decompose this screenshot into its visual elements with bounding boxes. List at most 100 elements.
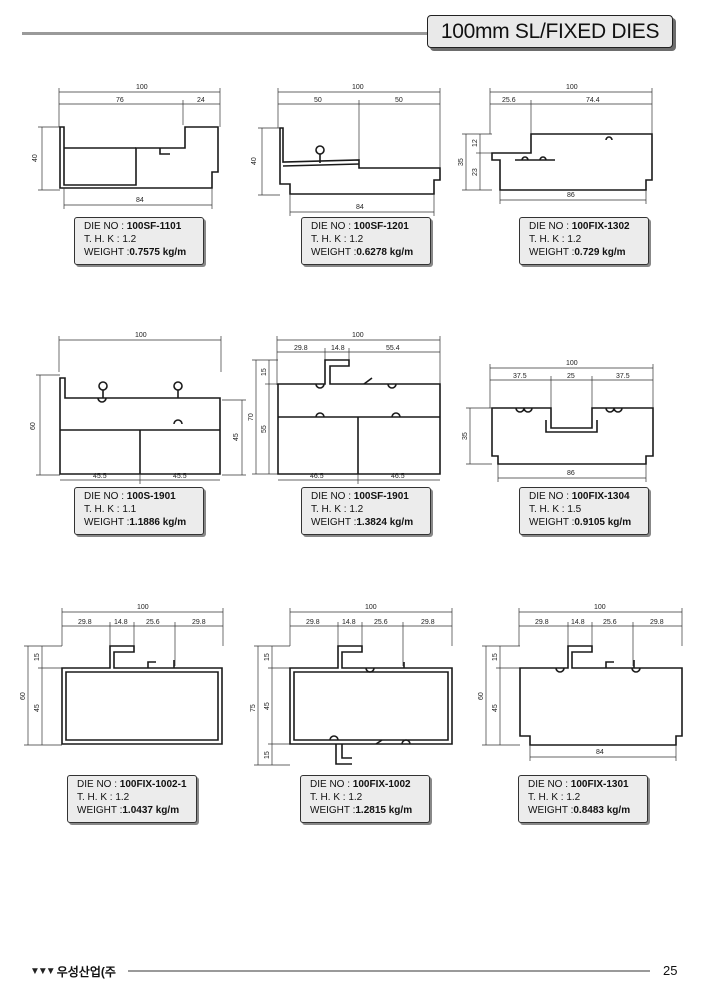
die-drawing-100FIX-1301: 100 29.8 14.8 25.6 29.8 60 15 45 84	[478, 604, 683, 761]
thk-value: 1.2	[349, 504, 364, 515]
svg-text:25: 25	[567, 373, 575, 380]
svg-text:100: 100	[566, 360, 578, 367]
svg-text:35: 35	[462, 432, 469, 440]
svg-text:45: 45	[233, 433, 240, 441]
svg-text:25.6: 25.6	[146, 619, 160, 626]
thk-value: 1.2	[122, 234, 137, 245]
svg-text:15: 15	[492, 653, 499, 661]
svg-text:23: 23	[472, 168, 479, 176]
thk-value: 1.2	[348, 792, 363, 803]
die-no-value: 100FIX-1002	[352, 779, 411, 790]
company-logo: ▼▼▼ 우성산업(주	[30, 963, 116, 980]
svg-text:25.6: 25.6	[502, 97, 516, 104]
svg-text:45.5: 45.5	[93, 473, 107, 480]
svg-text:45: 45	[264, 702, 271, 710]
thk-label: T. H. K :	[77, 792, 113, 803]
die-drawing-100FIX-1304: 100 37.5 25 37.5 35 86	[462, 360, 654, 482]
die-drawing-100SF-1901: 100 29.8 14.8 55.4 15 55 70 46.5 46.5	[248, 332, 441, 484]
footer-rule	[128, 970, 650, 972]
svg-text:14.8: 14.8	[342, 619, 356, 626]
die-no-label: DIE NO :	[528, 779, 569, 790]
die-drawing-100FIX-1002: 100 29.8 14.8 25.6 29.8 75 15 45 15	[250, 604, 453, 766]
weight-value: 0.6278 kg/m	[356, 247, 414, 258]
weight-label: WEIGHT :	[84, 247, 130, 258]
die-no-value: 100FIX-1002-1	[119, 779, 187, 790]
svg-text:40: 40	[251, 157, 258, 165]
svg-text:100: 100	[566, 84, 578, 91]
svg-text:14.8: 14.8	[571, 619, 585, 626]
weight-value: 0.9105 kg/m	[574, 517, 632, 528]
svg-text:76: 76	[116, 97, 124, 104]
svg-text:29.8: 29.8	[650, 619, 664, 626]
svg-text:15: 15	[261, 368, 268, 376]
thk-label: T. H. K :	[84, 504, 120, 515]
svg-text:25.6: 25.6	[603, 619, 617, 626]
weight-value: 1.1886 kg/m	[129, 517, 187, 528]
svg-text:15: 15	[264, 653, 271, 661]
die-no-label: DIE NO :	[311, 491, 352, 502]
svg-text:29.8: 29.8	[306, 619, 320, 626]
svg-text:84: 84	[596, 749, 604, 756]
die-drawing-100S-1901: 100 60 45 45.5 45.5	[30, 332, 246, 484]
svg-text:29.8: 29.8	[192, 619, 206, 626]
svg-text:29.8: 29.8	[421, 619, 435, 626]
die-drawing-100FIX-1002-1: 100 29.8 14.8 25.6 29.8 60 15 45	[20, 604, 224, 746]
logo-mark-icon: ▼▼▼	[30, 966, 56, 977]
svg-text:35: 35	[458, 158, 465, 166]
svg-text:50: 50	[395, 97, 403, 104]
die-info-card: DIE NO : 100SF-1901 T. H. K : 1.2 WEIGHT…	[301, 487, 431, 535]
weight-value: 0.7575 kg/m	[129, 247, 187, 258]
svg-text:86: 86	[567, 192, 575, 199]
svg-text:29.8: 29.8	[535, 619, 549, 626]
weight-value: 0.8483 kg/m	[573, 805, 631, 816]
weight-label: WEIGHT :	[529, 517, 575, 528]
thk-label: T. H. K :	[529, 504, 565, 515]
die-no-label: DIE NO :	[311, 221, 352, 232]
svg-text:45: 45	[34, 704, 41, 712]
die-drawing-100FIX-1302: 100 25.6 74.4 35 12 23 86	[458, 84, 653, 204]
thk-value: 1.2	[349, 234, 364, 245]
die-no-label: DIE NO :	[310, 779, 351, 790]
weight-label: WEIGHT :	[311, 247, 357, 258]
svg-text:60: 60	[478, 692, 485, 700]
svg-text:15: 15	[34, 653, 41, 661]
svg-text:12: 12	[472, 139, 479, 147]
svg-text:60: 60	[30, 422, 37, 430]
die-info-card: DIE NO : 100SF-1201 T. H. K : 1.2 WEIGHT…	[301, 217, 431, 265]
svg-text:60: 60	[20, 692, 27, 700]
svg-text:86: 86	[567, 470, 575, 477]
svg-text:70: 70	[248, 413, 255, 421]
die-drawing-100SF-1101: 100 76 24 40 84	[32, 84, 221, 209]
svg-text:46.5: 46.5	[310, 473, 324, 480]
weight-label: WEIGHT :	[84, 517, 130, 528]
thk-label: T. H. K :	[311, 504, 347, 515]
svg-text:100: 100	[352, 332, 364, 339]
svg-text:37.5: 37.5	[513, 373, 527, 380]
svg-text:40: 40	[32, 154, 39, 162]
svg-text:84: 84	[136, 197, 144, 204]
page-number: 25	[663, 963, 678, 978]
die-no-value: 100SF-1901	[353, 491, 409, 502]
svg-text:14.8: 14.8	[331, 345, 345, 352]
svg-text:100: 100	[365, 604, 377, 611]
svg-text:37.5: 37.5	[616, 373, 630, 380]
svg-text:100: 100	[135, 332, 147, 339]
company-name: 우성산업(주	[56, 965, 116, 979]
svg-text:100: 100	[352, 84, 364, 91]
die-no-label: DIE NO :	[84, 221, 125, 232]
svg-text:46.5: 46.5	[391, 473, 405, 480]
thk-label: T. H. K :	[311, 234, 347, 245]
die-info-card: DIE NO : 100FIX-1302 T. H. K : 1.2 WEIGH…	[519, 217, 649, 265]
thk-label: T. H. K :	[528, 792, 564, 803]
die-info-card: DIE NO : 100SF-1101 T. H. K : 1.2 WEIGHT…	[74, 217, 204, 265]
thk-value: 1.2	[566, 792, 581, 803]
weight-label: WEIGHT :	[528, 805, 574, 816]
die-info-card: DIE NO : 100FIX-1002-1 T. H. K : 1.2 WEI…	[67, 775, 197, 823]
thk-value: 1.2	[567, 234, 582, 245]
svg-text:100: 100	[594, 604, 606, 611]
die-no-value: 100S-1901	[126, 491, 176, 502]
weight-label: WEIGHT :	[77, 805, 123, 816]
die-info-card: DIE NO : 100FIX-1301 T. H. K : 1.2 WEIGH…	[518, 775, 648, 823]
svg-text:14.8: 14.8	[114, 619, 128, 626]
